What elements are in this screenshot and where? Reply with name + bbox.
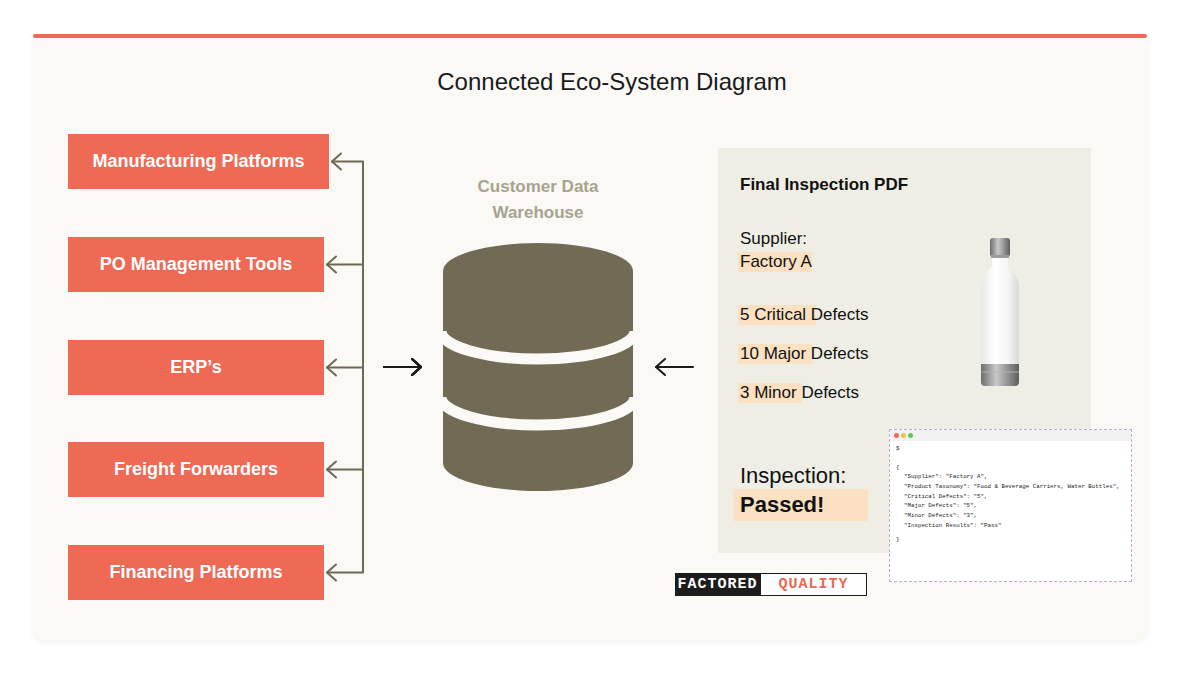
panel-text: Final Inspection PDF <box>738 175 908 195</box>
bottle-illustration <box>970 234 1030 390</box>
connector-line <box>332 162 363 368</box>
code-line: "Major Defects": "5", <box>904 502 977 510</box>
arrowhead <box>412 359 421 375</box>
process-box: PO Management Tools <box>68 237 324 292</box>
data-warehouse: Customer Data Warehouse <box>443 170 633 492</box>
connector <box>327 359 421 478</box>
arrowhead <box>412 359 421 375</box>
code-line: "Inspection Results": "Pass" <box>904 522 1001 530</box>
panel-text: 5 Critical Defects <box>738 305 868 325</box>
connector <box>327 257 421 376</box>
top-rule <box>33 34 1147 38</box>
window-dot <box>894 433 899 438</box>
panel-text: 3 Minor Defects <box>738 383 859 403</box>
diagram-title: Connected Eco-System Diagram <box>0 68 1200 96</box>
arrowhead <box>327 462 336 478</box>
code-line: "Critical Defects": "5", <box>904 493 988 501</box>
cylinder-divider <box>443 397 633 425</box>
code-line: $ <box>896 445 899 453</box>
arrowhead <box>412 359 421 375</box>
connector-line <box>384 366 421 368</box>
connector-line <box>384 366 421 368</box>
box-label: Freight Forwarders <box>114 459 278 480</box>
arrowhead <box>412 359 421 375</box>
connector-line <box>327 367 363 573</box>
connector <box>656 359 693 375</box>
connector-line <box>384 366 421 368</box>
connector-line <box>384 366 421 368</box>
code-line: { <box>896 464 899 472</box>
code-line: "Minor Defects": "3", <box>904 512 977 520</box>
panel-text: Inspection: <box>738 463 846 489</box>
box-label: PO Management Tools <box>100 254 293 275</box>
window-bar <box>890 430 1131 441</box>
box-label: Financing Platforms <box>109 562 282 583</box>
panel-text: Supplier: <box>738 229 807 249</box>
process-box: Financing Platforms <box>68 545 324 600</box>
connector-line <box>327 367 363 470</box>
panel-text: 10 Major Defects <box>738 344 869 364</box>
connector <box>327 359 421 376</box>
cylinder-divider <box>443 331 633 359</box>
window-dot <box>908 433 913 438</box>
arrowhead <box>327 565 336 581</box>
cylinder-body <box>443 243 633 491</box>
connector-line <box>327 265 363 368</box>
process-box: Manufacturing Platforms <box>68 134 329 189</box>
connector-line <box>656 366 693 368</box>
arrowhead <box>412 359 421 375</box>
connector <box>327 359 421 581</box>
logo-word: FACTORED <box>675 573 760 596</box>
window-dot <box>901 433 906 438</box>
connector <box>332 154 421 376</box>
arrowhead <box>327 360 336 376</box>
arrowhead <box>332 154 341 170</box>
code-line: "Supplier": "Factory A", <box>904 473 988 481</box>
connector-line <box>384 366 421 368</box>
connector-line <box>327 366 363 369</box>
process-box: Freight Forwarders <box>68 442 324 497</box>
process-box: ERP’s <box>68 340 324 395</box>
box-label: Manufacturing Platforms <box>92 151 304 172</box>
arrowhead <box>327 257 336 273</box>
code-line: "Product Taxonomy": "Food & Beverage Car… <box>904 483 1120 491</box>
database-label: Customer Data Warehouse <box>443 174 633 226</box>
arrowhead <box>656 359 665 375</box>
database-cylinder <box>443 243 633 493</box>
panel-text: Factory A <box>738 252 812 272</box>
logo-word: QUALITY <box>760 573 867 596</box>
panel-text: Passed! <box>733 489 868 521</box>
code-line: } <box>896 536 899 544</box>
box-label: ERP’s <box>170 357 221 378</box>
code-window: $ { "Supplier": "Factory A", "Product Taxon… <box>889 429 1132 582</box>
